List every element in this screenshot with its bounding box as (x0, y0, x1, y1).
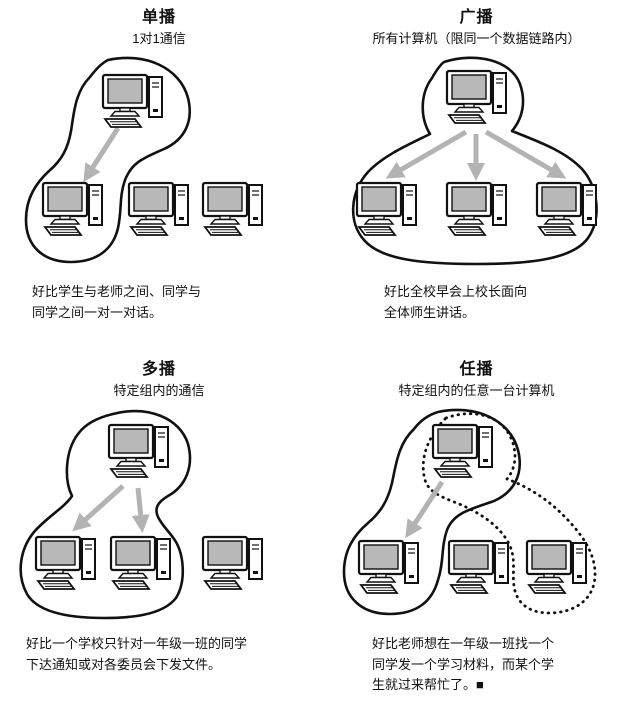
anycast-candidate-outline (421, 412, 596, 615)
computer-icon (201, 181, 264, 236)
broadcast-arrow (484, 129, 566, 179)
multicast-title: 多播 (141, 361, 176, 378)
computer-icon (201, 535, 264, 590)
computer-icon (447, 539, 509, 594)
unicast-title: 单播 (141, 9, 176, 26)
anycast-subtitle: 特定组内的任意一台计算机 (398, 383, 555, 398)
panel-unicast: 单播 1对1通信 好比学生与老师之间、同学与 同学之间一对一对话。 (0, 0, 318, 352)
anycast-arrow (404, 480, 444, 539)
anycast-caption: 好比老师想在一年级一班找一个 同学发一个学习材料，而某个学 生就过来帮忙了。■ (372, 635, 555, 693)
broadcast-arrow (385, 129, 467, 179)
unicast-arrow (83, 126, 121, 183)
broadcast-diagram (351, 56, 598, 266)
anycast-diagram (342, 408, 596, 616)
panel-multicast: 多播 特定组内的通信 好比一个学校只针对一年级一班的同学 下达通知或对各委员会下… (0, 352, 318, 711)
panel-anycast: 任播 特定组内的任意一台计算机 好比老师想在一年级一班找一个 同学发一个学习材料… (318, 352, 635, 711)
multicast-arrow (131, 487, 150, 533)
multicast-caption: 好比一个学校只针对一年级一班的同学 下达通知或对各委员会下发文件。 (26, 635, 248, 672)
anycast-group-outline (342, 408, 521, 616)
multicast-diagram (19, 409, 264, 620)
broadcast-subtitle: 所有计算机（限同一个数据链路内） (372, 31, 581, 46)
multicast-subtitle: 特定组内的通信 (113, 383, 205, 398)
computer-icon (525, 539, 587, 594)
unicast-diagram (24, 56, 264, 264)
broadcast-caption: 好比全校早会上校长面向 全体师生讲话。 (384, 283, 528, 320)
panel-broadcast: 广播 所有计算机（限同一个数据链路内） 好比全校早会上校长面向 全体师生讲话。 (318, 0, 635, 352)
computer-icon (127, 181, 190, 236)
unicast-subtitle: 1对1通信 (132, 31, 186, 46)
broadcast-title: 广播 (459, 9, 494, 26)
multicast-arrow (72, 484, 125, 532)
anycast-title: 任播 (459, 361, 494, 378)
unicast-caption: 好比学生与老师之间、同学与 同学之间一对一对话。 (32, 283, 202, 320)
